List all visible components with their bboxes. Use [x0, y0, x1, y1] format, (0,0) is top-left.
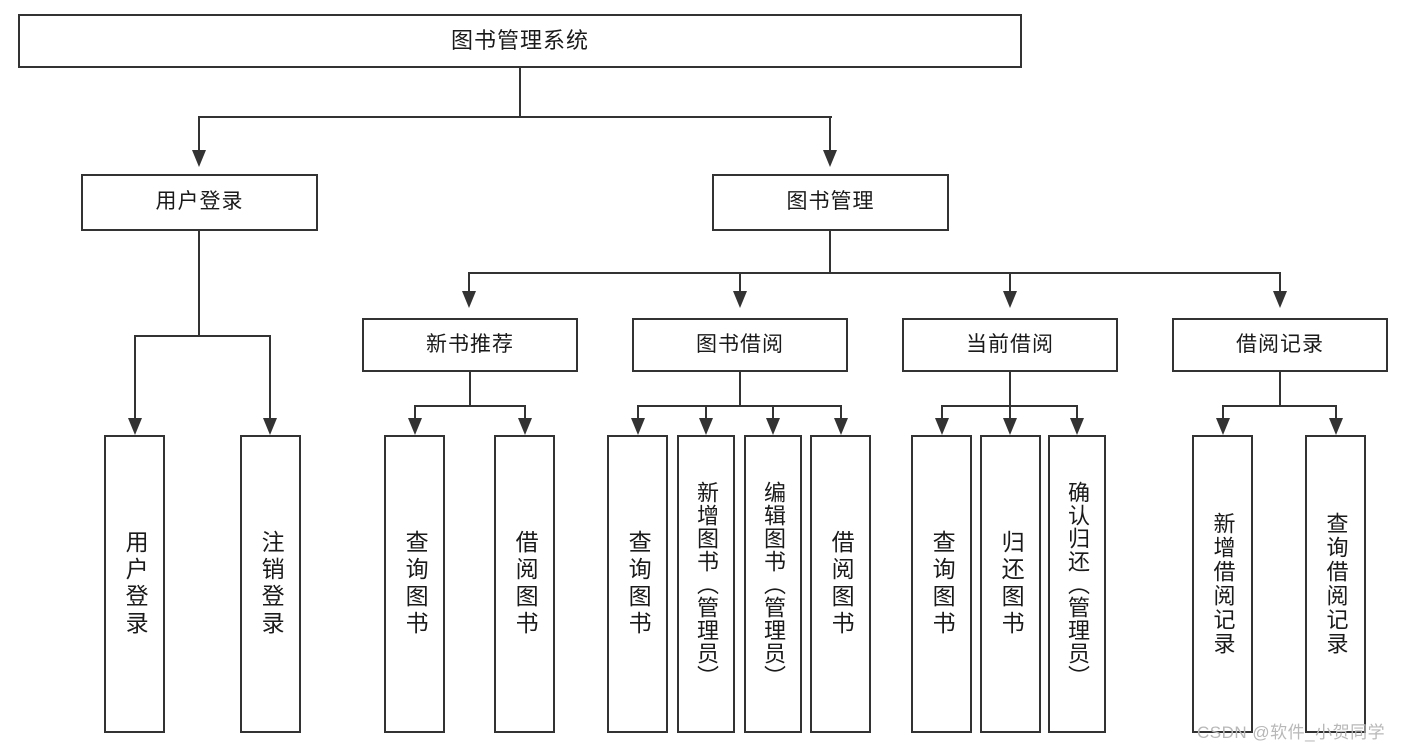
connector-user-login-bar — [134, 335, 271, 337]
connector-bb-drop-1 — [637, 405, 639, 419]
leaf-query-book-cb[interactable]: 查询图书 — [911, 435, 972, 733]
arrow-to-leaf-query-book-cb — [935, 418, 949, 435]
connector-nbr-stem — [469, 372, 471, 406]
arrow-to-leaf-query-record — [1329, 418, 1343, 435]
arrow-to-leaf-query-book-bb — [631, 418, 645, 435]
connector-nbr-drop-1 — [414, 405, 416, 419]
leaf-label: 借阅图书 — [512, 530, 539, 638]
connector-bb-bar — [637, 405, 842, 407]
arrow-to-current-borrow — [1003, 291, 1017, 308]
csdn-watermark: CSDN @软件_小贺同学 — [1197, 723, 1386, 742]
connector-l3-drop-1 — [468, 272, 470, 292]
leaf-label: 查询图书 — [402, 530, 429, 638]
leaf-label: 查询图书 — [625, 530, 652, 638]
arrow-to-leaf-user-login — [128, 418, 142, 435]
leaf-borrow-book-nbr[interactable]: 借阅图书 — [494, 435, 555, 733]
connector-bb-drop-4 — [840, 405, 842, 419]
leaf-label: 查询图书 — [929, 530, 956, 638]
connector-bb-drop-3 — [772, 405, 774, 419]
connector-cb-stem — [1009, 372, 1011, 406]
arrow-to-leaf-logout — [263, 418, 277, 435]
node-book-manage[interactable]: 图书管理 — [712, 174, 949, 231]
arrow-to-user-login — [192, 150, 206, 167]
connector-l3-drop-2 — [739, 272, 741, 292]
leaf-query-borrow-record[interactable]: 查询借阅记录 — [1305, 435, 1366, 733]
connector-root-drop-right — [829, 116, 831, 151]
arrow-to-leaf-confirm-return — [1070, 418, 1084, 435]
arrow-to-leaf-borrow-book-nbr — [518, 418, 532, 435]
connector-cb-drop-2 — [1009, 405, 1011, 419]
node-borrow-record[interactable]: 借阅记录 — [1172, 318, 1388, 372]
connector-nbr-drop-2 — [524, 405, 526, 419]
connector-book-manage-bar — [468, 272, 1280, 274]
connector-br-bar — [1222, 405, 1337, 407]
leaf-label: 编辑图书（管理员） — [760, 480, 786, 688]
connector-br-drop-2 — [1335, 405, 1337, 419]
connector-book-manage-stem — [829, 231, 831, 273]
connector-br-stem — [1279, 372, 1281, 406]
arrow-to-book-borrow — [733, 291, 747, 308]
leaf-user-login[interactable]: 用户登录 — [104, 435, 165, 733]
leaf-label: 借阅图书 — [828, 530, 855, 638]
arrow-to-book-manage — [823, 150, 837, 167]
connector-user-login-drop-2 — [269, 335, 271, 419]
leaf-query-book-bb[interactable]: 查询图书 — [607, 435, 668, 733]
leaf-label: 查询借阅记录 — [1323, 512, 1349, 656]
leaf-borrow-book-bb[interactable]: 借阅图书 — [810, 435, 871, 733]
arrow-to-leaf-edit-book — [766, 418, 780, 435]
leaf-logout[interactable]: 注销登录 — [240, 435, 301, 733]
connector-root-drop-left — [198, 116, 200, 151]
leaf-query-book-nbr[interactable]: 查询图书 — [384, 435, 445, 733]
node-root-system[interactable]: 图书管理系统 — [18, 14, 1022, 68]
connector-root-stem — [519, 68, 521, 117]
leaf-label: 注销登录 — [258, 530, 285, 638]
node-new-book-recommend[interactable]: 新书推荐 — [362, 318, 578, 372]
node-user-login[interactable]: 用户登录 — [81, 174, 318, 231]
connector-cb-drop-1 — [941, 405, 943, 419]
arrow-to-leaf-query-book-nbr — [408, 418, 422, 435]
arrow-to-borrow-record — [1273, 291, 1287, 308]
connector-bb-stem — [739, 372, 741, 406]
leaf-label: 归还图书 — [998, 530, 1025, 638]
leaf-label: 用户登录 — [122, 530, 149, 638]
connector-nbr-bar — [414, 405, 526, 407]
connector-br-drop-1 — [1222, 405, 1224, 419]
connector-user-login-drop-1 — [134, 335, 136, 419]
arrow-to-leaf-add-book — [699, 418, 713, 435]
leaf-confirm-return[interactable]: 确认归还（管理员） — [1048, 435, 1106, 733]
arrow-to-leaf-return-book — [1003, 418, 1017, 435]
leaf-add-borrow-record[interactable]: 新增借阅记录 — [1192, 435, 1253, 733]
leaf-edit-book[interactable]: 编辑图书（管理员） — [744, 435, 802, 733]
node-book-borrow[interactable]: 图书借阅 — [632, 318, 848, 372]
leaf-return-book[interactable]: 归还图书 — [980, 435, 1041, 733]
arrow-to-leaf-borrow-book-bb — [834, 418, 848, 435]
connector-cb-drop-3 — [1076, 405, 1078, 419]
connector-user-login-stem — [198, 231, 200, 336]
connector-l3-drop-4 — [1279, 272, 1281, 292]
connector-bb-drop-2 — [705, 405, 707, 419]
node-current-borrow[interactable]: 当前借阅 — [902, 318, 1118, 372]
leaf-label: 确认归还（管理员） — [1064, 480, 1090, 688]
leaf-add-book[interactable]: 新增图书（管理员） — [677, 435, 735, 733]
connector-l3-drop-3 — [1009, 272, 1011, 292]
leaf-label: 新增图书（管理员） — [693, 480, 719, 688]
leaf-label: 新增借阅记录 — [1210, 512, 1236, 656]
arrow-to-leaf-add-record — [1216, 418, 1230, 435]
arrow-to-new-book-recommend — [462, 291, 476, 308]
connector-root-bar — [198, 116, 832, 118]
